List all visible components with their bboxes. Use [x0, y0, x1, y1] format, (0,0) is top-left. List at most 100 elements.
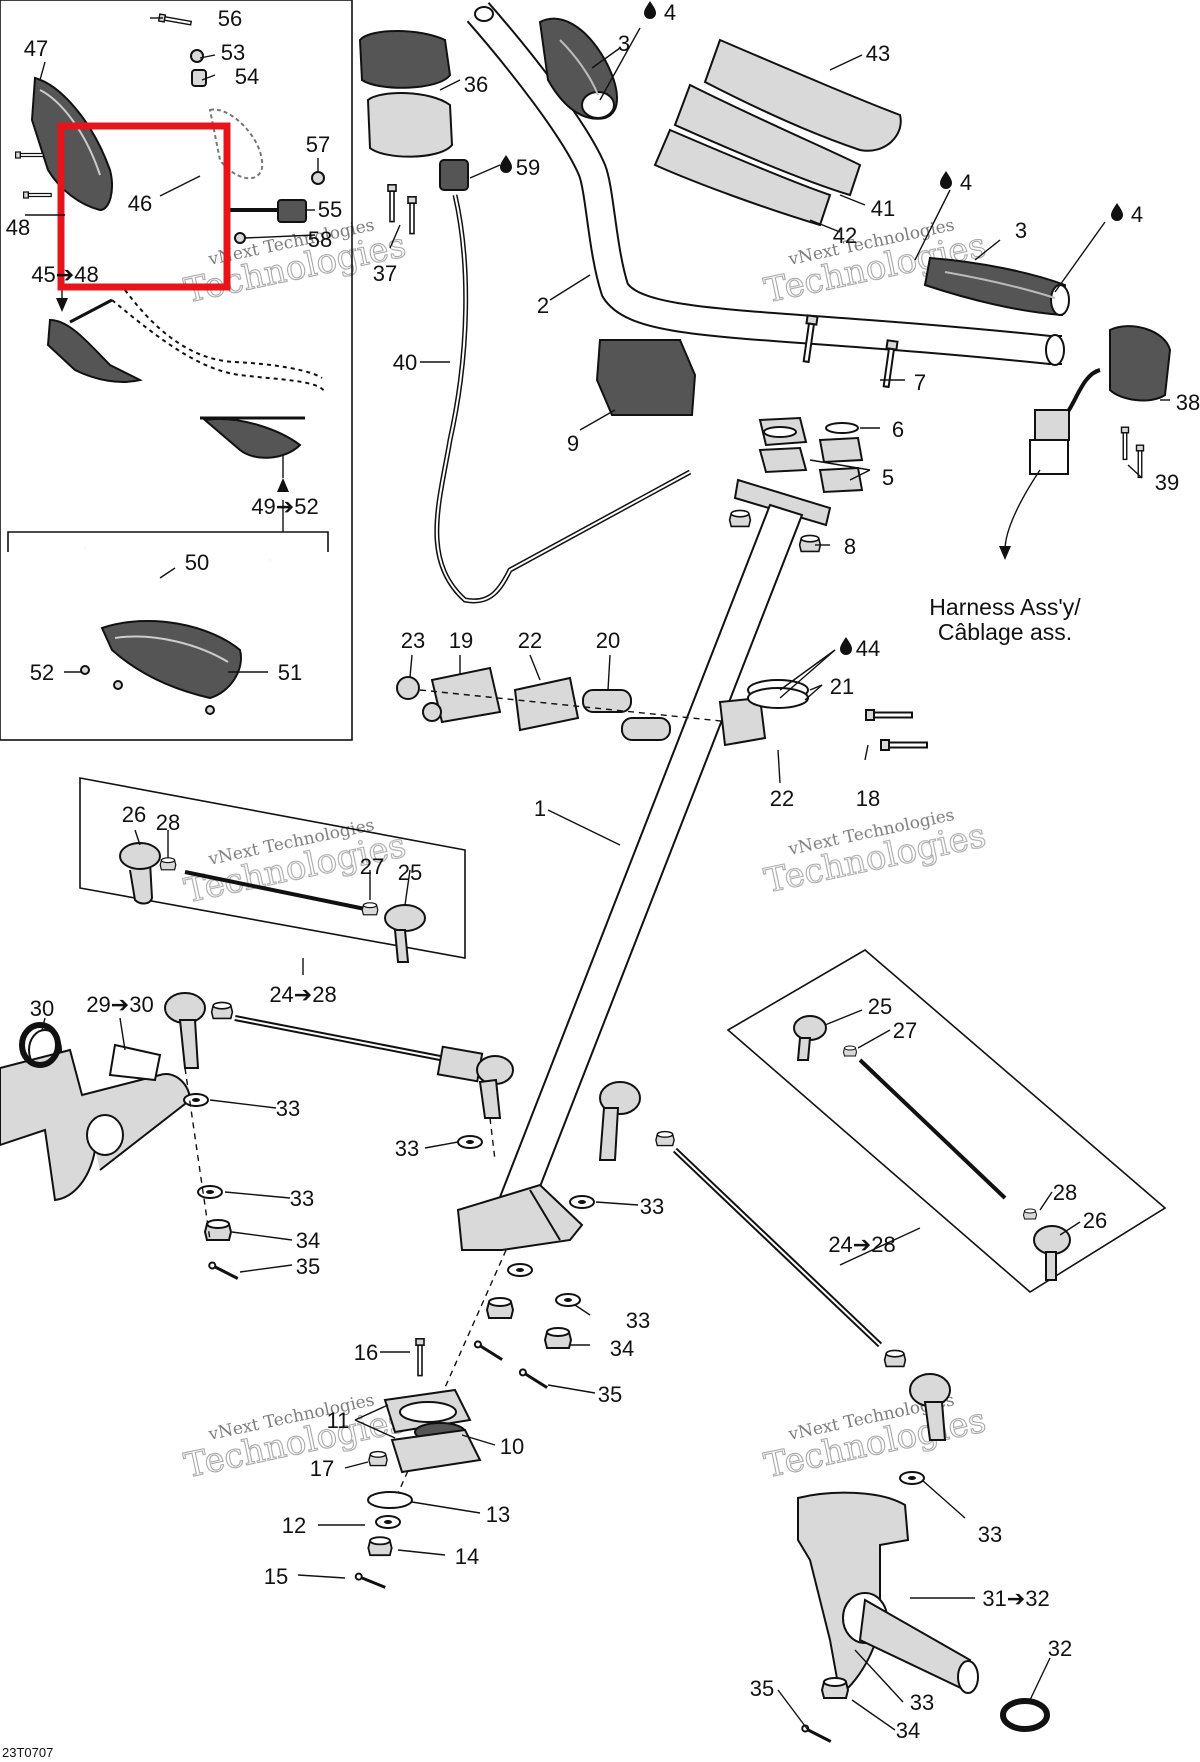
lubricant-icon — [500, 155, 512, 173]
callout-39: 39 — [1155, 470, 1179, 495]
callout-30: 30 — [30, 996, 54, 1021]
highlight-box — [57, 122, 231, 291]
callout-10: 10 — [500, 1434, 524, 1459]
callout-44: 44 — [856, 636, 880, 661]
callout-2: 2 — [537, 293, 549, 318]
callout-7: 7 — [914, 370, 926, 395]
callout-48: 48 — [6, 215, 30, 240]
handlebar-cover — [595, 339, 697, 416]
callout-56: 56 — [218, 6, 242, 31]
column-lower-bracket — [456, 1183, 584, 1251]
callout-12: 12 — [282, 1513, 306, 1538]
callout-27: 27 — [360, 854, 384, 879]
callout-9: 9 — [567, 431, 579, 456]
callout-35: 35 — [296, 1254, 320, 1279]
steering-column — [394, 503, 804, 1501]
callout-33: 33 — [640, 1194, 664, 1219]
callout-21: 21 — [830, 674, 854, 699]
tie-rod-left — [164, 992, 514, 1119]
callout-26: 26 — [122, 802, 146, 827]
callout-37: 37 — [373, 261, 397, 286]
callout-8: 8 — [844, 534, 856, 559]
handguard-assembled — [46, 270, 326, 393]
handguard-panel — [0, 0, 353, 741]
handlebar-clamps — [733, 416, 864, 527]
tie-rod-inset-right — [726, 949, 1167, 1293]
callout-50: 50 — [185, 550, 209, 575]
callout-22: 22 — [770, 786, 794, 811]
callout-5: 5 — [882, 465, 894, 490]
callout-26: 26 — [1083, 1208, 1107, 1233]
throttle-cable — [434, 159, 692, 604]
callout-52: 52 — [30, 660, 54, 685]
callout-55: 55 — [318, 197, 342, 222]
tie-rod-right — [598, 1081, 951, 1441]
callout-34: 34 — [610, 1336, 634, 1361]
callout-34: 34 — [896, 1718, 920, 1743]
switch-cover — [358, 30, 454, 158]
column-bearing-stack — [353, 1338, 482, 1589]
watermarks: vNext Technologies Technologies vNext Te… — [180, 215, 990, 1487]
tie-rod-inset-left — [79, 777, 466, 975]
callout-22: 22 — [518, 628, 542, 653]
callout-25: 25 — [398, 860, 422, 885]
steering-knuckle-right — [797, 1491, 979, 1697]
callout-35: 35 — [750, 1676, 774, 1701]
callout-11: 11 — [327, 1408, 350, 1433]
handlebar-pads — [653, 38, 902, 227]
callout-15: 15 — [264, 1564, 288, 1589]
callout-31-32: 31➔32 — [982, 1586, 1049, 1611]
callout-23: 23 — [401, 628, 425, 653]
callout-33: 33 — [395, 1136, 419, 1161]
switch-right — [1029, 325, 1172, 475]
callout-49-52: 49➔52 — [251, 494, 318, 519]
harness-note-line2: Câblage ass. — [938, 619, 1072, 645]
handguard-shield — [100, 619, 242, 700]
callout-33: 33 — [626, 1308, 650, 1333]
lubricant-icon — [1111, 203, 1123, 221]
callout-24-28: 24➔28 — [828, 1232, 895, 1257]
lubricant-icon — [840, 637, 852, 655]
callout-27: 27 — [893, 1018, 917, 1043]
lubricant-icon — [940, 171, 952, 189]
callout-6: 6 — [892, 417, 904, 442]
callout-33: 33 — [276, 1096, 300, 1121]
callout-4: 4 — [664, 0, 676, 25]
callout-20: 20 — [596, 628, 620, 653]
handguard-bar — [81, 52, 228, 213]
callout-1: 1 — [534, 796, 546, 821]
callout-29-30: 29➔30 — [86, 992, 153, 1017]
callout-54: 54 — [235, 64, 259, 89]
handguard-panel-frame — [0, 0, 353, 741]
callout-34: 34 — [296, 1228, 320, 1253]
callouts: 56 53 54 47 57 46 55 58 48 45➔48 49➔52 5… — [6, 0, 1200, 1743]
callout-3: 3 — [618, 31, 630, 56]
callout-33: 33 — [290, 1186, 314, 1211]
callout-25: 25 — [868, 994, 892, 1019]
callout-28: 28 — [156, 810, 180, 835]
callout-18: 18 — [856, 786, 880, 811]
steering-knuckle-left — [0, 1029, 192, 1202]
callout-59: 59 — [516, 155, 540, 180]
callout-51: 51 — [278, 660, 302, 685]
callout-40: 40 — [393, 350, 417, 375]
callout-57: 57 — [306, 132, 330, 157]
leader-lines — [25, 17, 1170, 1731]
callout-14: 14 — [455, 1544, 479, 1569]
callout-4: 4 — [1131, 202, 1143, 227]
harness-note-line1: Harness Ass'y/ — [929, 594, 1081, 620]
callout-35: 35 — [598, 1382, 622, 1407]
callout-19: 19 — [449, 628, 473, 653]
callout-41: 41 — [871, 196, 895, 221]
callout-43: 43 — [866, 41, 890, 66]
callout-33: 33 — [978, 1522, 1002, 1547]
callout-32: 32 — [1048, 1636, 1072, 1661]
callout-53: 53 — [221, 40, 245, 65]
callout-16: 16 — [354, 1340, 378, 1365]
callout-36: 36 — [464, 72, 488, 97]
callout-13: 13 — [486, 1502, 510, 1527]
callout-4: 4 — [960, 170, 972, 195]
lubricant-icon — [644, 1, 656, 19]
callout-24-28: 24➔28 — [269, 982, 336, 1007]
